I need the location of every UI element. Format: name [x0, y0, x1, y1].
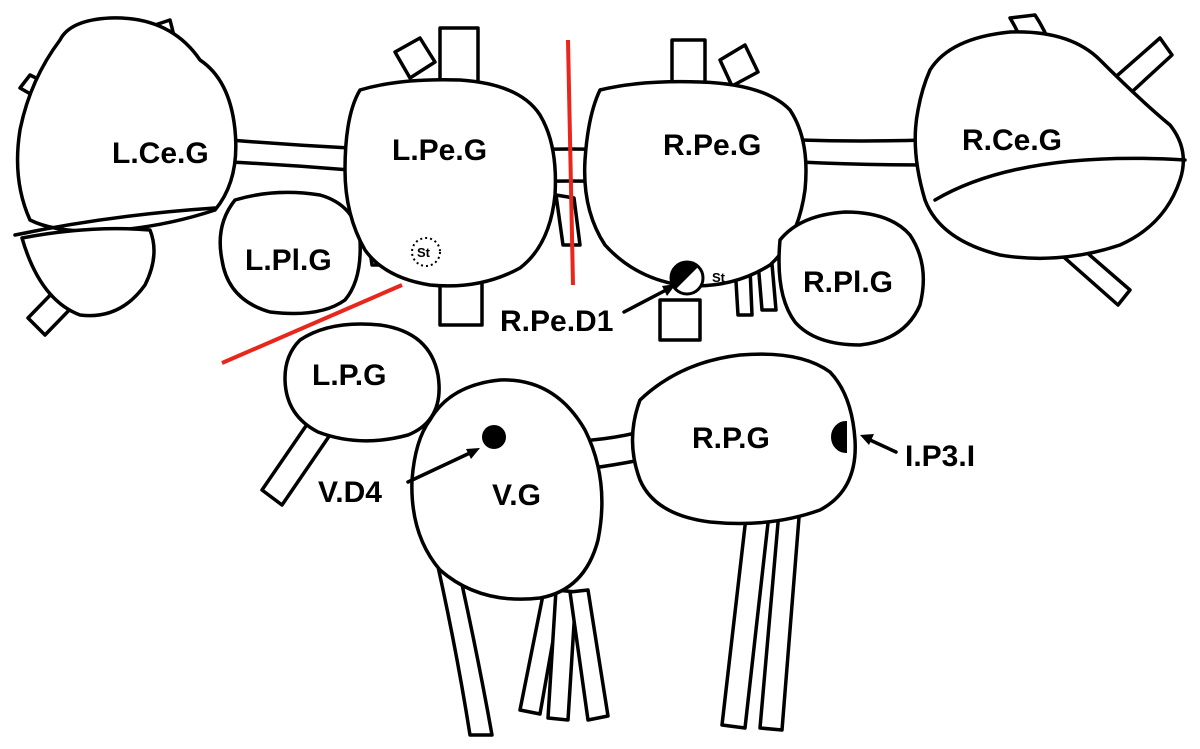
label-r-p-g: R.P.G — [692, 422, 770, 455]
st-label-right: St — [712, 270, 726, 285]
label-v-g: V.G — [492, 479, 541, 512]
left-pleural-ganglion — [218, 190, 362, 316]
right-pedal-ganglion — [582, 79, 808, 288]
pleural-parietal-cut-line — [221, 283, 403, 365]
right-cerebral-ganglion — [913, 30, 1186, 261]
r-pe-d1-neuron-icon — [669, 260, 705, 296]
label-v-d4: V.D4 — [318, 476, 382, 509]
ganglion-labels: L.Ce.G L.Pe.G R.Pe.G R.Ce.G L.Pl.G R.Pl.… — [112, 124, 1062, 512]
i-p3-i-neuron-icon — [831, 420, 847, 454]
label-l-pe-g: L.Pe.G — [392, 134, 487, 167]
left-statocyst — [411, 237, 441, 267]
label-i-p3-i: I.P3.I — [905, 440, 975, 473]
left-pedal-ganglion — [343, 77, 558, 288]
label-l-p-g: L.P.G — [312, 359, 386, 392]
label-r-pe-g: R.Pe.G — [663, 129, 761, 162]
visceral-ganglion — [410, 378, 604, 601]
small-structures: St St — [411, 237, 847, 454]
label-r-pl-g: R.Pl.G — [803, 266, 893, 299]
pedal-commissure-cut-line — [566, 39, 575, 286]
label-l-pl-g: L.Pl.G — [245, 244, 332, 277]
label-l-ce-g: L.Ce.G — [112, 137, 209, 170]
left-parietal-ganglion — [283, 322, 441, 443]
pointer-arrows — [406, 284, 898, 484]
neuron-labels: R.Pe.D1 V.D4 I.P3.I — [318, 305, 975, 509]
st-label-left: St — [417, 245, 431, 260]
right-parietal-ganglion — [630, 352, 857, 526]
right-pleural-ganglion — [777, 210, 926, 347]
label-r-pe-d1: R.Pe.D1 — [500, 305, 613, 338]
cut-lines — [221, 39, 575, 365]
ganglia — [13, 16, 1187, 601]
left-cerebral-ganglion — [15, 16, 238, 233]
label-r-ce-g: R.Ce.G — [962, 124, 1062, 157]
v-d4-neuron-icon — [482, 425, 506, 449]
